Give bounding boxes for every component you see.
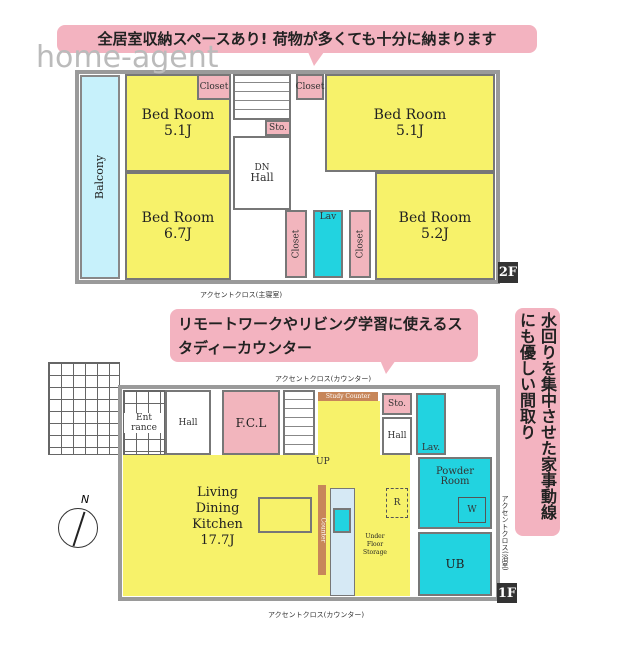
floor-badge-1f: 1F	[497, 583, 517, 603]
floor-badge-2f: 2F	[498, 262, 518, 283]
watermark: home-agent	[36, 40, 219, 75]
staircase-1f	[283, 390, 315, 455]
dining-table	[258, 497, 312, 533]
kitchen-unit	[330, 488, 355, 596]
counter: Counter	[318, 485, 326, 575]
compass-north-label: N	[81, 493, 90, 506]
callout-tail	[308, 52, 324, 66]
closet-nw: Closet	[197, 74, 231, 100]
hall-1f: Hall	[382, 417, 412, 455]
accent-note-bath: アクセントクロス(浴室)	[501, 495, 509, 571]
storage-1f: Sto.	[382, 393, 412, 415]
closet-sw: Closet	[285, 210, 307, 278]
study-area	[318, 401, 380, 457]
balcony: Balcony	[80, 75, 120, 279]
refrigerator: R	[386, 488, 408, 518]
callout-storage: 全居室収納スペースあり! 荷物が多くても十分に納まります	[57, 25, 537, 53]
storage-2f: Sto.	[265, 120, 291, 136]
family-closet: F.C.L	[222, 390, 280, 455]
compass: N	[58, 493, 98, 548]
callout-water: 水回りを集中させた家事動線にも優しい間取り	[515, 308, 560, 536]
kitchen-sink	[333, 508, 351, 533]
study-counter: Study Counter	[318, 392, 378, 401]
unit-bath: UB	[418, 532, 492, 596]
living-dining-kitchen	[123, 455, 410, 596]
compass-needle-icon	[72, 511, 86, 547]
washing-machine: W	[458, 497, 486, 523]
callout-tail	[380, 360, 396, 374]
callout-study: リモートワークやリビング学習に使えるスタディーカウンター	[170, 309, 478, 362]
accent-note-counter-bottom: アクセントクロス(カウンター)	[268, 611, 365, 619]
lavatory-1f: Lav.	[416, 393, 446, 455]
accent-note-master: アクセントクロス(主寝室)	[200, 291, 283, 299]
powder-room: Powder Room	[418, 457, 492, 529]
floor-1f: Ent rance Hall F.C.L UP Study Counter St…	[118, 385, 500, 601]
entrance: Ent rance	[123, 390, 165, 455]
hall-entrance: Hall	[165, 390, 211, 455]
accent-note-counter-top: アクセントクロス(カウンター)	[275, 375, 372, 383]
underfloor-storage: Under Floor Storage	[363, 533, 387, 556]
lavatory-2f: Lav	[313, 210, 343, 278]
closet-ne: Closet	[296, 74, 324, 100]
closet-se: Closet	[349, 210, 371, 278]
up-label: UP	[316, 457, 330, 467]
staircase	[233, 74, 291, 120]
porch-steps	[48, 362, 120, 455]
